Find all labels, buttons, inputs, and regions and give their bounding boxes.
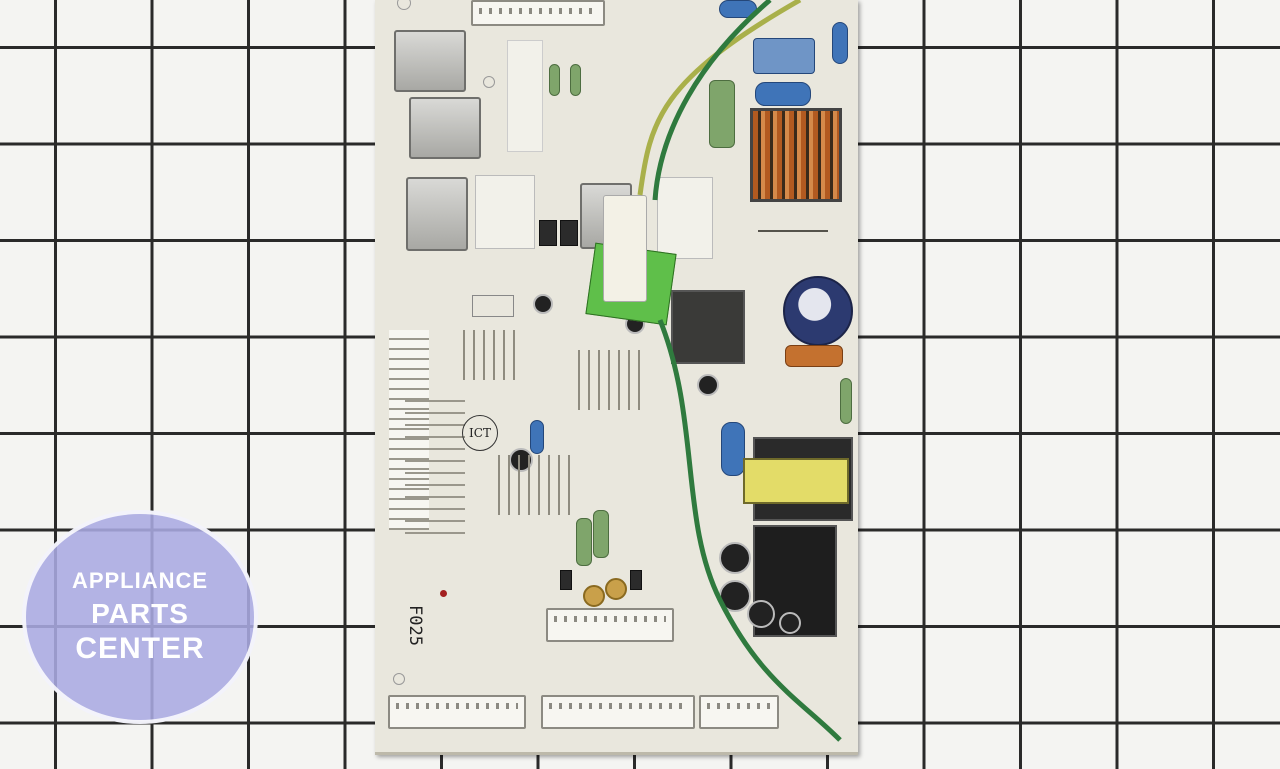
wire-connector [603,195,647,302]
blue-capacitor [753,38,815,74]
smd-chip [539,220,557,246]
resistor [549,64,560,96]
silkscreen-mark [472,295,514,317]
mounting-hole [393,673,405,685]
blank-pad [475,175,535,249]
blank-pad [657,177,713,259]
control-board [375,0,858,755]
mid-connector [546,608,674,642]
blue-capacitor [755,82,811,106]
watermark-line-3: CENTER [75,632,205,665]
small-capacitor [747,600,775,628]
resistor [570,64,581,96]
jumper-row [455,330,515,380]
transformer-label [743,458,849,504]
jumper-row [490,455,575,515]
ceramic-capacitor [583,585,605,607]
relay-block-2 [409,97,481,159]
blue-capacitor [721,422,745,476]
blank-pad [507,40,543,152]
ceramic-capacitor [605,578,627,600]
mounting-hole [397,0,411,10]
small-capacitor [719,542,751,574]
silkscreen-mark [758,230,828,232]
bottom-connector-2 [541,695,695,729]
triac [671,290,745,364]
watermark-logo: APPLIANCE PARTS CENTER [22,510,258,724]
relay-block-3 [406,177,468,251]
power-resistor [709,80,735,148]
small-capacitor [697,374,719,396]
watermark-line-2: PARTS [91,598,189,629]
relay-block-1 [394,30,466,92]
blue-capacitor [832,22,848,64]
bottom-connector-1 [388,695,526,729]
smd-chip [630,570,642,590]
choke-coil [750,108,842,202]
orange-capacitor [785,345,843,367]
jumper-row [570,350,645,410]
mounting-hole [483,76,495,88]
resistor [593,510,609,558]
resistor [576,518,592,566]
smd-chip [560,570,572,590]
watermark-line-1: APPLIANCE [71,568,209,593]
small-capacitor [779,612,801,634]
jumper-array [405,390,465,540]
part-code-label: F025 [405,605,425,646]
bottom-connector-3 [699,695,779,729]
small-capacitor [719,580,751,612]
blue-capacitor [530,420,544,454]
top-connector [471,0,605,26]
ict-mark: ICT [462,415,498,451]
resistor [840,378,852,424]
smd-chip [560,220,578,246]
red-dot [440,590,447,597]
small-capacitor [533,294,553,314]
